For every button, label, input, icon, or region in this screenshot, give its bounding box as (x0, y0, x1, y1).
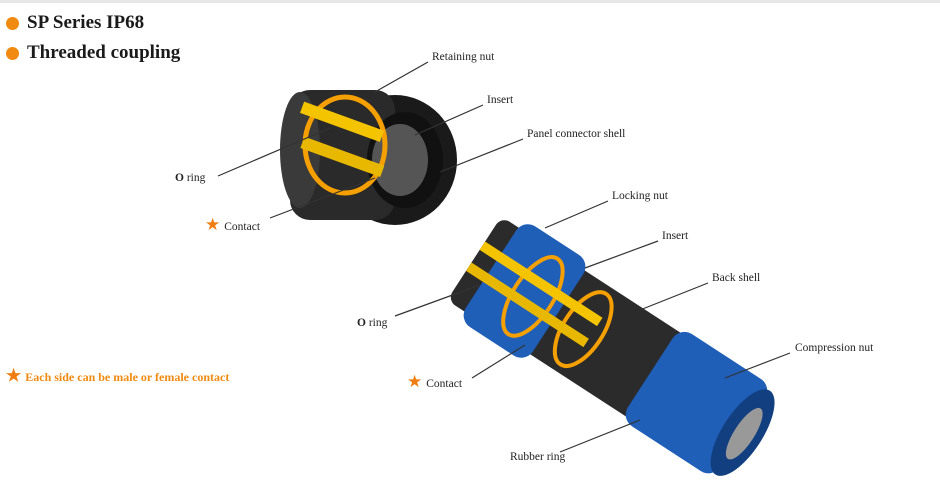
label-o-ring-top: O ring (175, 172, 205, 184)
ring-text: ring (365, 317, 388, 329)
top-divider (0, 0, 940, 3)
contact-text: Contact (426, 378, 463, 390)
o-letter: O (357, 317, 366, 329)
label-rubber-ring: Rubber ring (510, 451, 566, 463)
star-icon: ★ (6, 366, 22, 385)
bullet-icon (6, 16, 19, 30)
star-icon: ★ (407, 372, 423, 391)
label-locking-nut: Locking nut (612, 190, 668, 202)
heading-text: Threaded coupling (27, 42, 181, 63)
contact-note: ★Each side can be male or female contact (6, 366, 229, 386)
heading-coupling: Threaded coupling (6, 42, 180, 64)
label-insert-top: Insert (487, 94, 514, 106)
o-letter: O (175, 172, 184, 184)
ring-text: ring (183, 172, 206, 184)
label-o-ring-bottom: O ring (357, 317, 387, 329)
label-contact-bottom: ★Contact (407, 372, 462, 392)
label-back-shell: Back shell (712, 272, 761, 284)
contact-text: Contact (224, 221, 261, 233)
label-insert-bottom: Insert (662, 230, 689, 242)
label-panel-shell: Panel connector shell (527, 128, 626, 140)
cable-connector-drawing (450, 220, 775, 476)
heading-text: SP Series IP68 (27, 12, 145, 33)
label-compression-nut: Compression nut (795, 342, 874, 354)
bullet-icon (6, 46, 19, 60)
label-retaining-nut: Retaining nut (432, 51, 495, 63)
note-text: Each side can be male or female contact (25, 370, 230, 384)
label-contact-top: ★Contact (205, 215, 260, 235)
heading-series: SP Series IP68 (6, 12, 144, 34)
leader-lines (217, 61, 791, 453)
panel-connector-drawing (280, 90, 457, 225)
star-icon: ★ (205, 215, 221, 234)
